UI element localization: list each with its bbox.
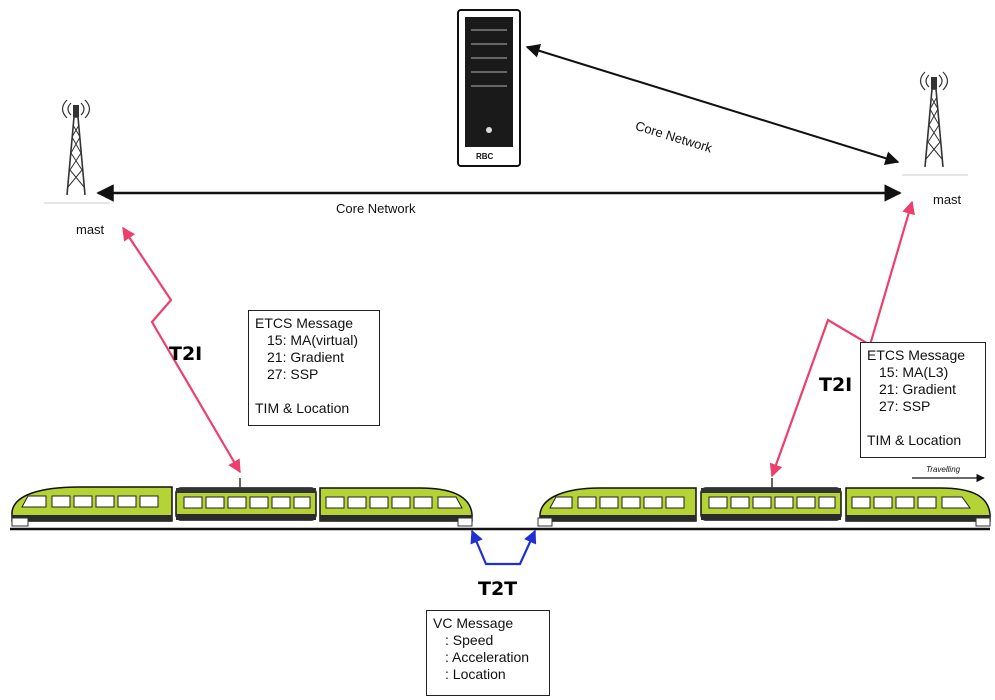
left-train-middle-car [175,487,317,521]
right-mast-label: mast [933,192,962,207]
etcs-left-item: 21: Gradient [267,349,345,365]
vc-message-item: : Speed [445,632,494,648]
core-network-horizontal-label: Core Network [336,201,416,216]
etcs-right-item: 21: Gradient [879,381,957,397]
right-mast-icon [919,71,949,168]
etcs-message-box-left: ETCS Message 15: MA(virtual) 21: Gradien… [248,310,380,426]
etcs-left-item: 15: MA(virtual) [267,332,359,348]
rbc-server-icon [457,9,521,167]
etcs-left-title: ETCS Message [255,315,354,331]
right-train [537,478,991,527]
etcs-right-title: ETCS Message [867,347,966,363]
core-network-diagonal-link [525,44,900,165]
travelling-label: Travelling [926,465,961,474]
etcs-right-footer: TIM & Location [867,432,962,448]
t2t-label: T2T [478,578,518,600]
t2i-left-label: T2I [169,343,203,365]
left-mast-icon [61,99,91,196]
etcs-left-footer: TIM & Location [255,400,350,416]
left-mast-label: mast [76,222,105,237]
etcs-right-item: 27: SSP [879,398,931,414]
t2t-arrow [470,529,537,566]
etcs-right-item: 15: MA(L3) [879,364,949,380]
etcs-left-item: 27: SSP [267,366,319,382]
t2i-right-label: T2I [819,374,853,396]
t2i-left-arrow [122,226,241,474]
t2i-right-arrow [769,200,915,478]
left-train [11,478,473,527]
vc-message-item: : Location [445,666,506,682]
vc-message-item: : Acceleration [445,649,530,665]
vc-message-box: VC Message : Speed : Acceleration : Loca… [426,610,550,696]
etcs-message-box-right: ETCS Message 15: MA(L3) 21: Gradient 27:… [860,342,986,458]
vc-message-title: VC Message [433,615,514,631]
right-train-middle-car [700,487,842,521]
rbc-label: RBC [476,152,494,161]
